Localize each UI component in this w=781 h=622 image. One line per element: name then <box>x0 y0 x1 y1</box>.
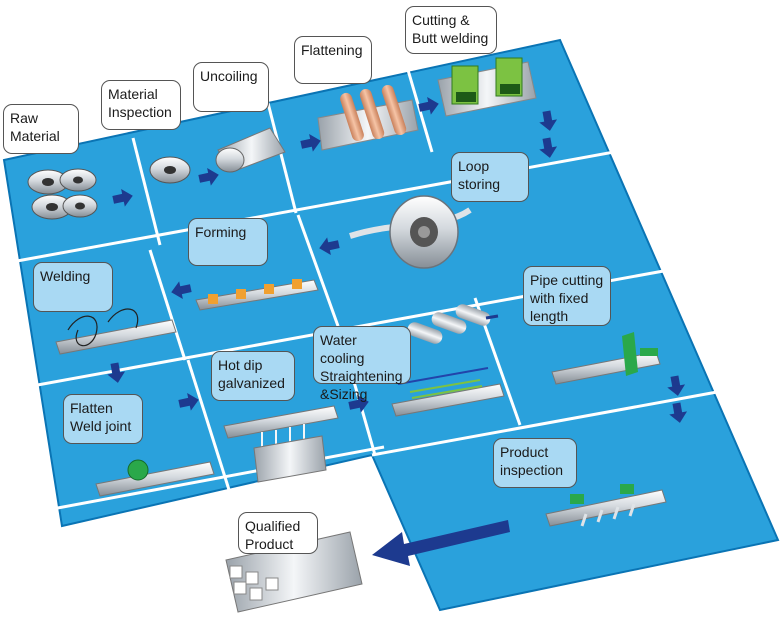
uncoiling-strip-icon <box>215 127 286 173</box>
label-uncoiling: Uncoiling <box>193 62 269 112</box>
label-hot-dip-galvanized: Hot dip galvanized <box>211 351 295 401</box>
label-welding: Welding <box>33 262 113 312</box>
loop-storage-coil-icon <box>349 195 472 269</box>
label-water-cooling: Water cooling Straightening &Sizing <box>313 326 411 402</box>
label-flatten-weld-joint: Flatten Weld joint <box>63 394 143 444</box>
cooling-sizing-icon <box>391 304 505 417</box>
weld-joint-flattening-icon <box>95 459 215 497</box>
label-pipe-cutting: Pipe cutting with fixed length <box>523 266 611 326</box>
label-cutting-butt-welding: Cutting & Butt welding <box>405 6 497 54</box>
forming-pipe-icon <box>195 279 319 311</box>
label-forming: Forming <box>188 218 268 266</box>
coil-inspection-icon <box>149 156 191 184</box>
butt-welding-clamps-icon <box>437 57 537 117</box>
label-material-inspection: Material Inspection <box>101 80 181 130</box>
flow-arrows <box>105 94 689 566</box>
pipe-bundle-icon <box>225 531 363 613</box>
label-raw-material: Raw Material <box>3 104 79 154</box>
label-qualified-product: Qualified Product <box>238 512 318 554</box>
flattening-rollers-icon <box>317 84 419 151</box>
pipe-inspection-icon <box>545 484 667 527</box>
steel-coil-stack-icon <box>27 168 98 220</box>
welding-pipe-icon <box>55 308 177 355</box>
flow-arrow-icon <box>372 520 510 566</box>
galvanizing-bath-icon <box>223 405 339 483</box>
label-loop-storing: Loop storing <box>451 152 529 202</box>
label-product-inspection: Product inspection <box>493 438 577 488</box>
label-flattening: Flattening <box>294 36 372 84</box>
pipe-cutting-saw-icon <box>551 332 661 385</box>
